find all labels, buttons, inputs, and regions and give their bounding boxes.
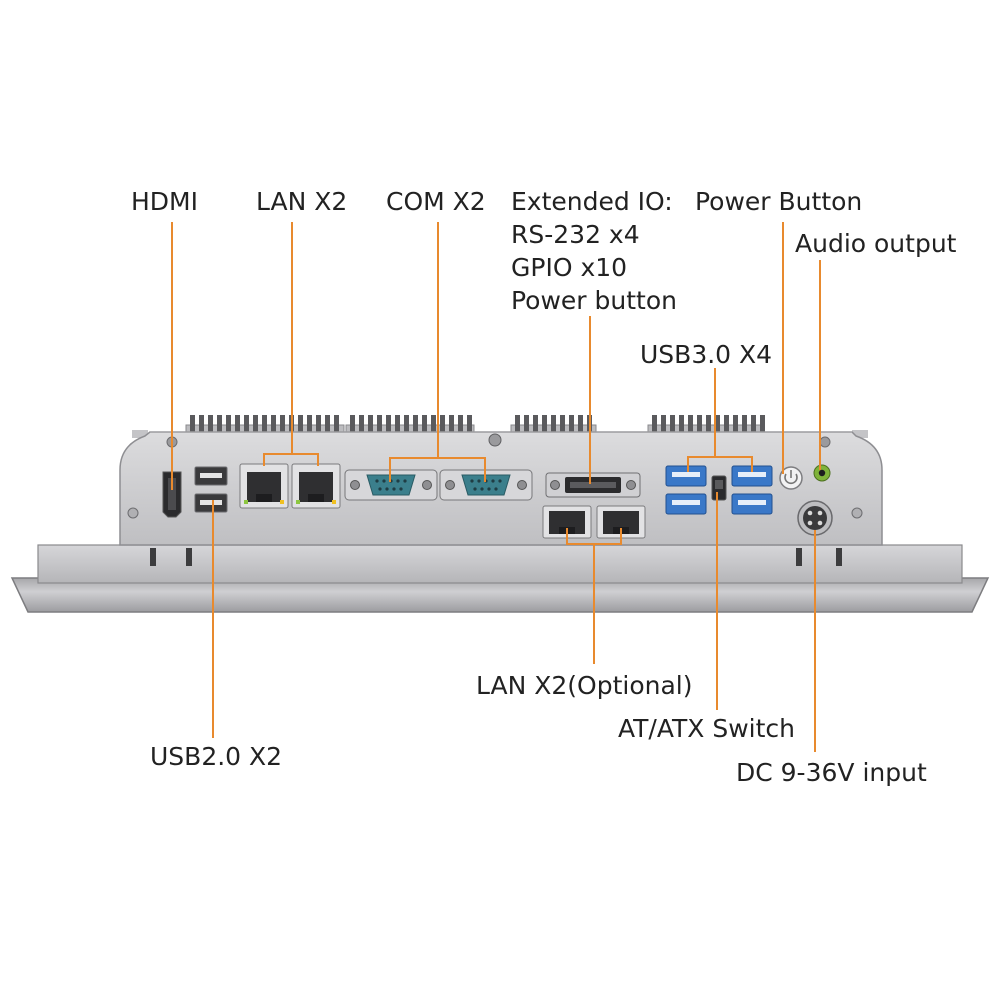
lan-ports-top: [239, 463, 341, 509]
extended-io-connector: [545, 472, 641, 498]
label-usb2-x2: USB2.0 X2: [150, 742, 283, 771]
label-hdmi: HDMI: [131, 187, 198, 216]
display-bezel: [10, 544, 990, 613]
label-extended-io-rs232: RS-232 x4: [511, 220, 640, 249]
heatsink-fins: [132, 415, 868, 438]
hdmi-port: [162, 471, 182, 518]
at-atx-switch: [711, 475, 727, 501]
label-lan-x2: LAN X2: [256, 187, 348, 216]
audio-jack: [813, 464, 831, 482]
label-extended-io-title: Extended IO:: [511, 187, 673, 216]
label-at-atx-switch: AT/ATX Switch: [618, 714, 796, 743]
label-extended-io-gpio: GPIO x10: [511, 253, 628, 282]
com-ports: [344, 469, 533, 501]
dc-input-connector: [797, 500, 833, 536]
label-dc-input: DC 9-36V input: [736, 758, 927, 787]
label-extended-io-power: Power button: [511, 286, 677, 315]
leader-lines: [171, 222, 821, 752]
usb3-ports: [665, 465, 773, 515]
label-audio-output: Audio output: [795, 229, 957, 258]
label-power-button: Power Button: [695, 187, 863, 216]
label-com-x2: COM X2: [386, 187, 486, 216]
label-lan-optional: LAN X2(Optional): [476, 671, 693, 700]
power-button: [779, 466, 803, 490]
lan-ports-optional: [542, 505, 646, 539]
usb2-ports: [194, 466, 228, 513]
label-usb3-x4: USB3.0 X4: [640, 340, 773, 369]
